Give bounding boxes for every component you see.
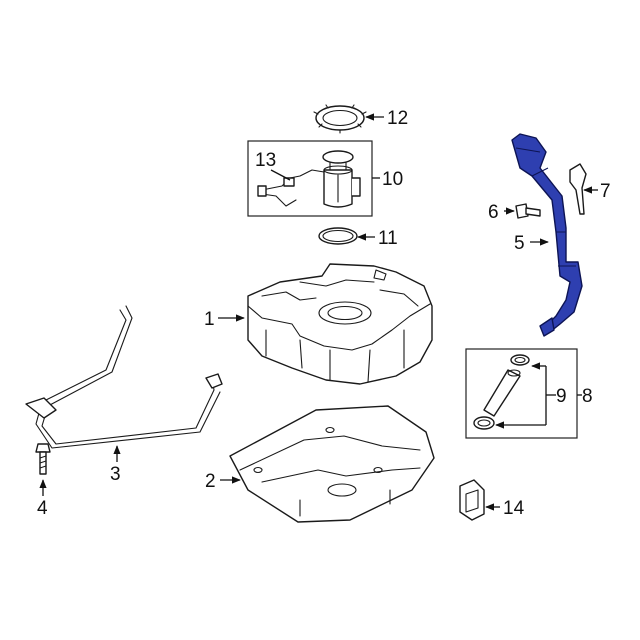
callout-1: 1 bbox=[204, 309, 245, 330]
callout-1-label: 1 bbox=[204, 309, 215, 330]
callout-2: 2 bbox=[205, 471, 241, 492]
callout-7-label: 7 bbox=[600, 181, 611, 202]
clip-part[interactable] bbox=[459, 479, 485, 521]
callout-9: 9 bbox=[495, 362, 567, 429]
callout-9-label: 9 bbox=[556, 386, 567, 407]
filler-neck-part[interactable] bbox=[511, 133, 583, 337]
callout-6: 6 bbox=[488, 202, 515, 223]
callout-4-label: 4 bbox=[37, 498, 48, 519]
wiring-harness-part[interactable] bbox=[257, 169, 325, 207]
heat-shield-part[interactable] bbox=[229, 405, 435, 523]
callout-3-label: 3 bbox=[110, 464, 121, 485]
fuel-pump-module-part[interactable] bbox=[322, 150, 361, 208]
callout-3: 3 bbox=[110, 445, 121, 485]
gasket-part[interactable] bbox=[318, 227, 358, 245]
callout-5-label: 5 bbox=[514, 233, 525, 254]
callout-4: 4 bbox=[37, 479, 48, 519]
callout-5: 5 bbox=[514, 233, 549, 254]
hose-clamp-upper-part[interactable] bbox=[510, 354, 530, 366]
callout-13-label: 13 bbox=[255, 150, 276, 171]
callout-8-label: 8 bbox=[582, 386, 593, 407]
fuel-tank-part[interactable] bbox=[247, 263, 433, 385]
callout-7: 7 bbox=[583, 181, 611, 202]
callout-11: 11 bbox=[357, 228, 398, 249]
callout-12: 12 bbox=[365, 108, 408, 129]
hose-part[interactable] bbox=[483, 369, 521, 417]
hose-group-box bbox=[465, 348, 578, 439]
callout-10-label: 10 bbox=[382, 169, 403, 190]
bracket-part[interactable] bbox=[569, 163, 587, 215]
callout-6-label: 6 bbox=[488, 202, 499, 223]
tank-strap-part[interactable] bbox=[25, 305, 223, 449]
bolt-part[interactable] bbox=[35, 443, 51, 475]
callout-8: 8 bbox=[577, 386, 593, 407]
callout-14: 14 bbox=[485, 498, 525, 519]
screw-part[interactable] bbox=[515, 203, 541, 219]
lock-ring-part[interactable] bbox=[313, 104, 367, 134]
callout-10: 10 bbox=[372, 169, 403, 190]
callout-13: 13 bbox=[255, 150, 291, 181]
callout-12-label: 12 bbox=[387, 108, 408, 129]
callout-14-label: 14 bbox=[503, 498, 525, 519]
hose-clamp-lower-part[interactable] bbox=[473, 416, 495, 430]
callout-11-label: 11 bbox=[378, 228, 398, 249]
callout-2-label: 2 bbox=[205, 471, 216, 492]
